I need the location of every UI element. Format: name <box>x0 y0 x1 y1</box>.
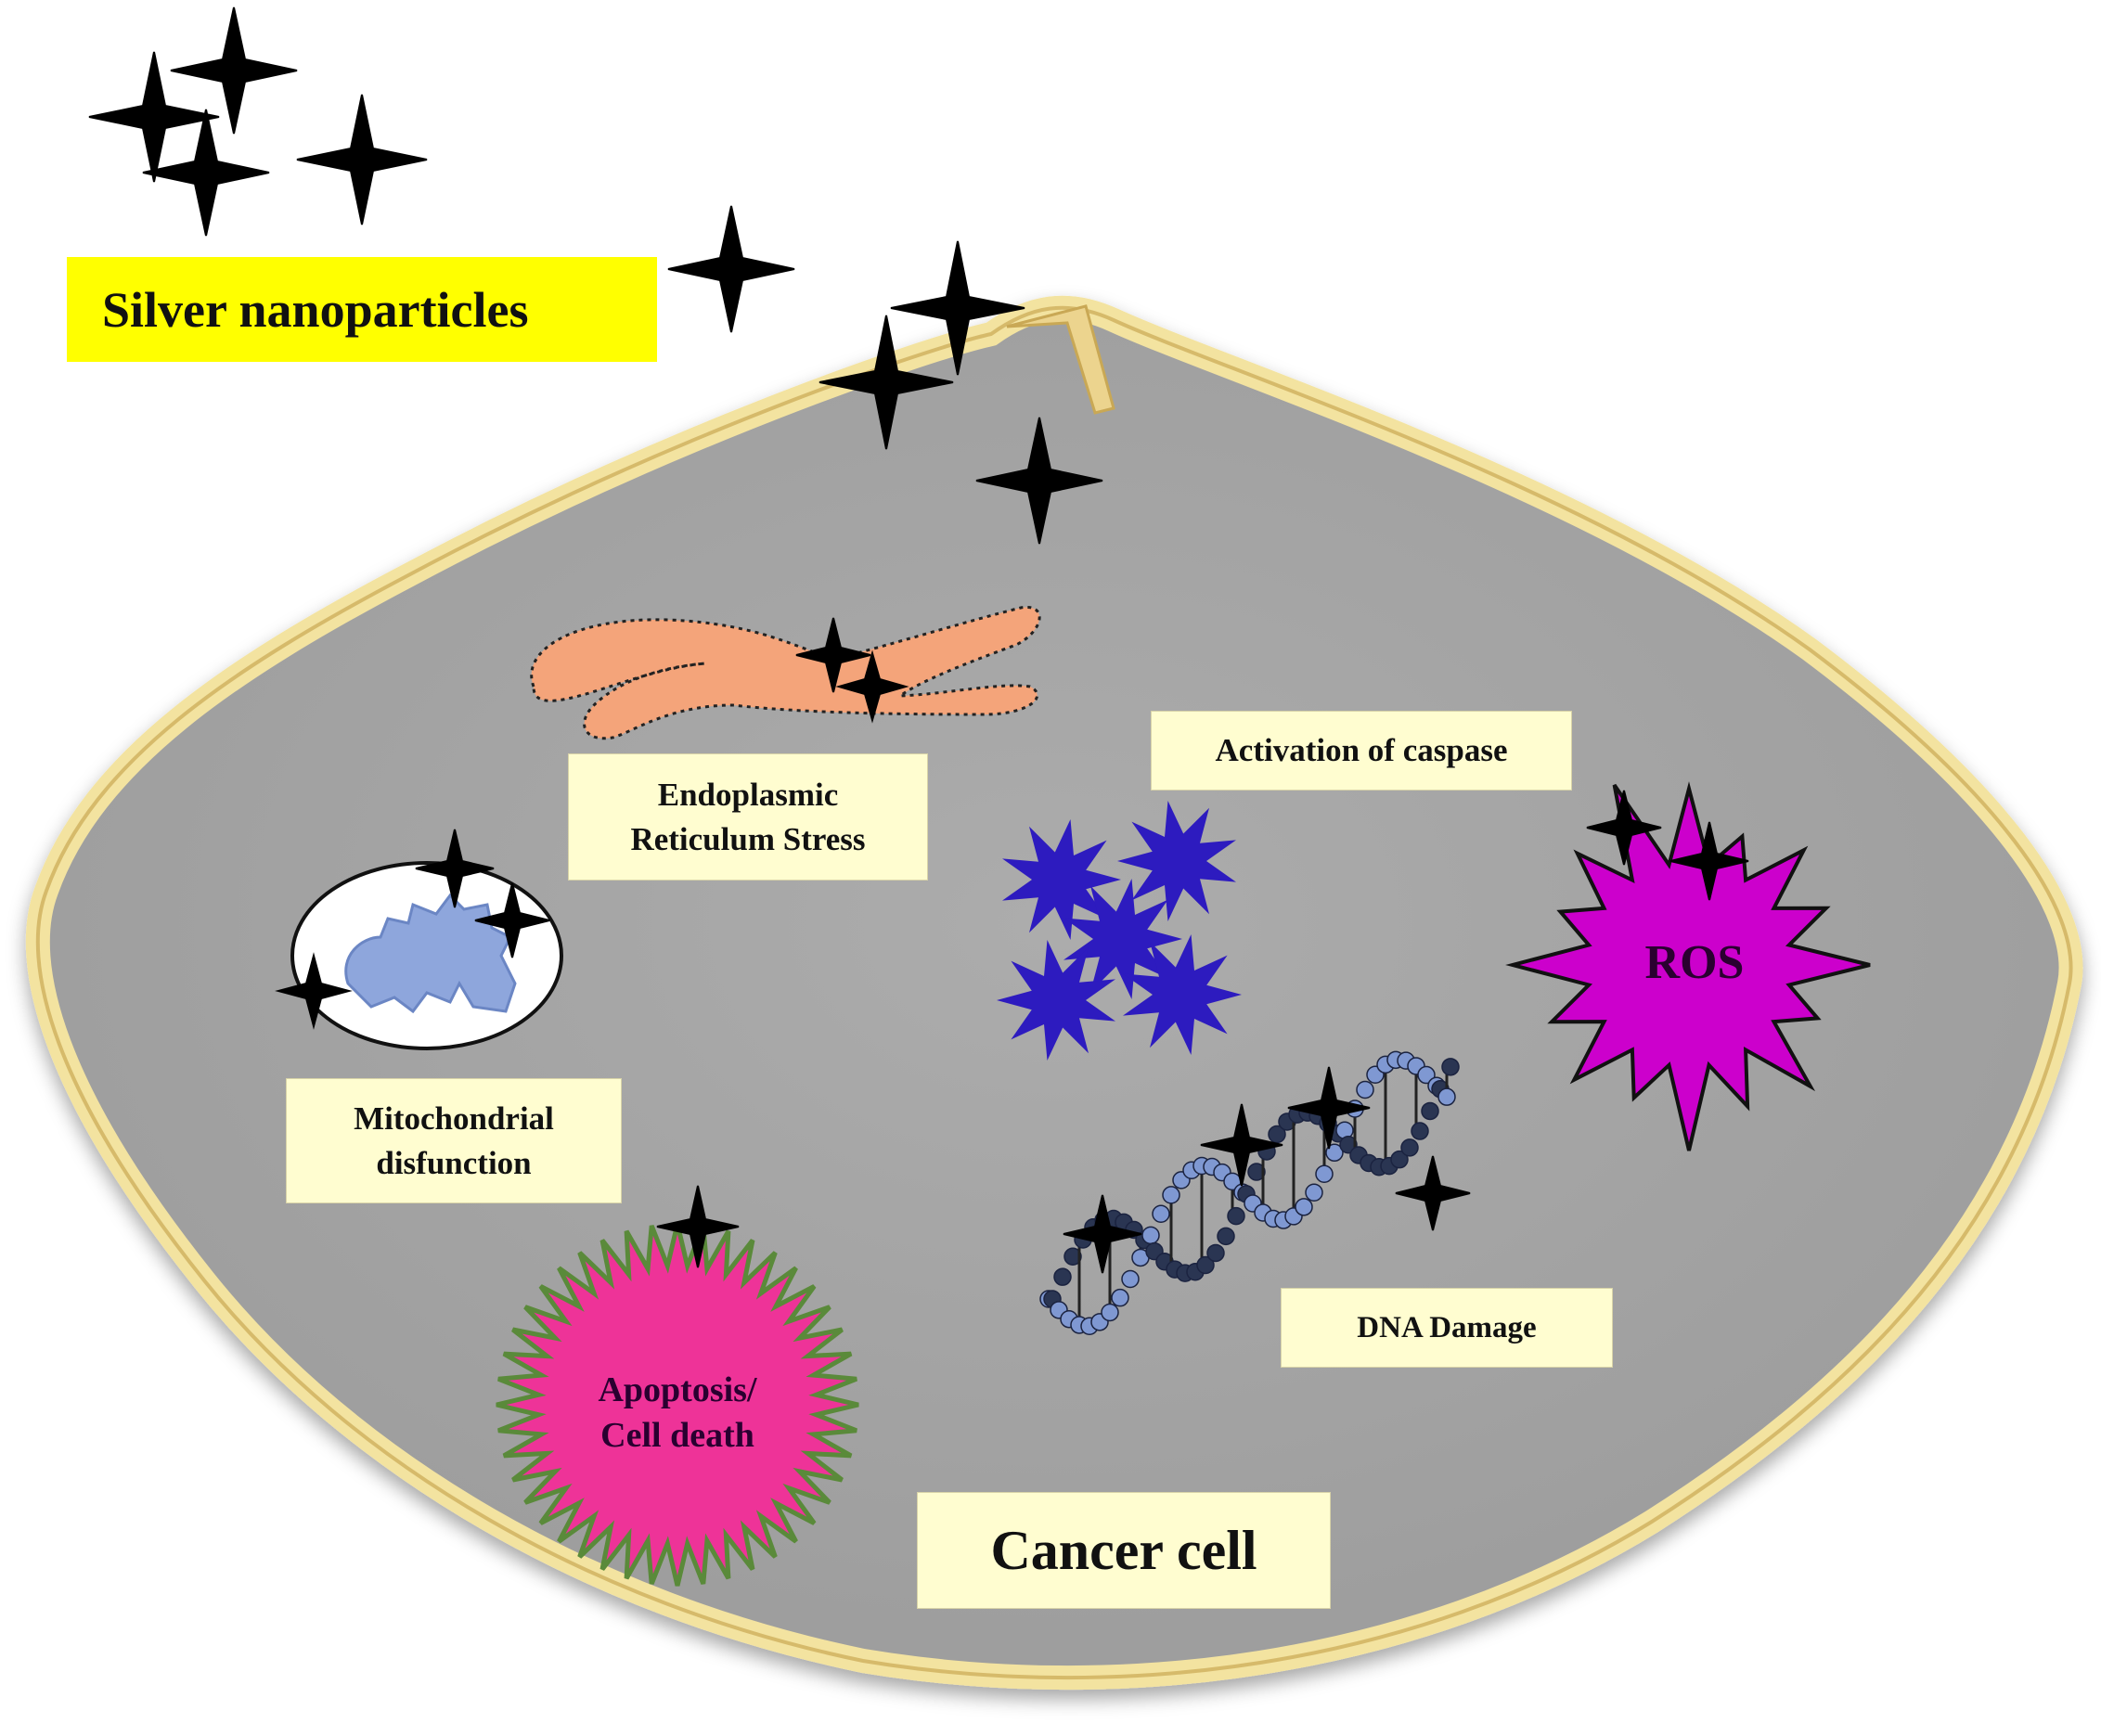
dna-bead <box>1437 1087 1456 1106</box>
nanoparticle-star <box>170 6 298 135</box>
mito-label-line2: disfunction <box>376 1144 532 1181</box>
cancer-cell-label: Cancer cell <box>917 1492 1331 1609</box>
nanoparticle-star <box>835 649 909 724</box>
dna-bead <box>1305 1183 1323 1202</box>
caspase-star <box>1123 934 1242 1055</box>
dna-bead <box>1441 1058 1460 1076</box>
dna-bead <box>1227 1206 1245 1226</box>
dna-bead <box>1053 1267 1072 1286</box>
mitochondrial-label: Mitochondrial disfunction <box>286 1078 622 1203</box>
nanoparticle-star <box>296 94 428 225</box>
dna-bead <box>1315 1164 1334 1184</box>
nanoparticle-star <box>474 882 550 958</box>
nanoparticle-star <box>1063 1194 1142 1274</box>
dna-bead <box>1400 1138 1419 1157</box>
dna-bead <box>1141 1226 1160 1245</box>
nanoparticle-star <box>890 240 1025 376</box>
er-stress-label: Endoplasmic Reticulum Stress <box>568 753 928 881</box>
caspase-star <box>1002 819 1121 940</box>
nanoparticles <box>88 6 1749 1274</box>
ros-burst <box>1505 781 1871 1151</box>
caspase-star <box>997 940 1115 1061</box>
apoptosis-label-line2: Cell death <box>600 1416 754 1456</box>
dna-bead <box>1325 1143 1344 1163</box>
nanoparticle-star <box>1586 790 1662 866</box>
dna-bead <box>1217 1227 1235 1246</box>
caspase-label: Activation of caspase <box>1151 711 1572 791</box>
dna-bead <box>1247 1163 1266 1181</box>
ros-label: ROS <box>1644 936 1745 989</box>
dna-bead <box>1411 1122 1429 1140</box>
nanoparticle-star <box>656 1185 740 1268</box>
nanoparticle-star <box>142 109 270 237</box>
nanoparticle-star <box>1287 1066 1371 1150</box>
dna-bead <box>1268 1125 1286 1144</box>
nanoparticle-star <box>88 51 220 183</box>
nanoparticle-star <box>667 205 795 333</box>
dna-bead <box>1121 1269 1140 1289</box>
dna-bead <box>1101 1303 1119 1322</box>
er-label-line1: Endoplasmic <box>657 777 839 814</box>
mitochondrion <box>290 861 563 1050</box>
dna-bead <box>1152 1204 1170 1224</box>
nanoparticle-star <box>818 315 954 450</box>
er-label-line2: Reticulum Stress <box>630 820 866 857</box>
caspase-cluster <box>997 801 1242 1061</box>
dna-bead <box>1390 1150 1409 1169</box>
dna-bead <box>1063 1247 1082 1267</box>
nanoparticle-star <box>975 417 1103 545</box>
dna-bead <box>1421 1101 1439 1121</box>
nanoparticle-star <box>415 829 495 908</box>
nanoparticle-star <box>1200 1103 1283 1187</box>
caspase-label-text: Activation of caspase <box>1215 732 1508 769</box>
dna-damage-label: DNA Damage <box>1281 1288 1613 1368</box>
nanoparticle-star <box>1669 821 1749 901</box>
caspase-star <box>1117 801 1236 921</box>
dna-bead <box>1206 1243 1225 1263</box>
nanoparticle-star <box>275 952 353 1030</box>
dna-bead <box>1111 1288 1129 1307</box>
dna-bead <box>1162 1186 1180 1204</box>
dna-bead <box>1356 1080 1374 1099</box>
silver-nanoparticles-label: Silver nanoparticles <box>67 257 657 362</box>
dna-label-text: DNA Damage <box>1357 1310 1537 1344</box>
apoptosis-label: Apoptosis/ Cell death <box>538 1368 817 1460</box>
nanoparticle-star <box>1395 1155 1471 1231</box>
caspase-star <box>1063 879 1182 999</box>
cancer-cell-text: Cancer cell <box>990 1519 1257 1581</box>
dna-helix <box>1039 1050 1460 1336</box>
dna-bead <box>1295 1198 1313 1216</box>
mito-label-line1: Mitochondrial <box>354 1100 554 1138</box>
dna-bead <box>1196 1255 1215 1275</box>
apoptosis-label-line1: Apoptosis/ <box>598 1370 757 1409</box>
nanoparticle-star <box>795 617 871 693</box>
apoptosis-burst <box>496 1223 859 1587</box>
